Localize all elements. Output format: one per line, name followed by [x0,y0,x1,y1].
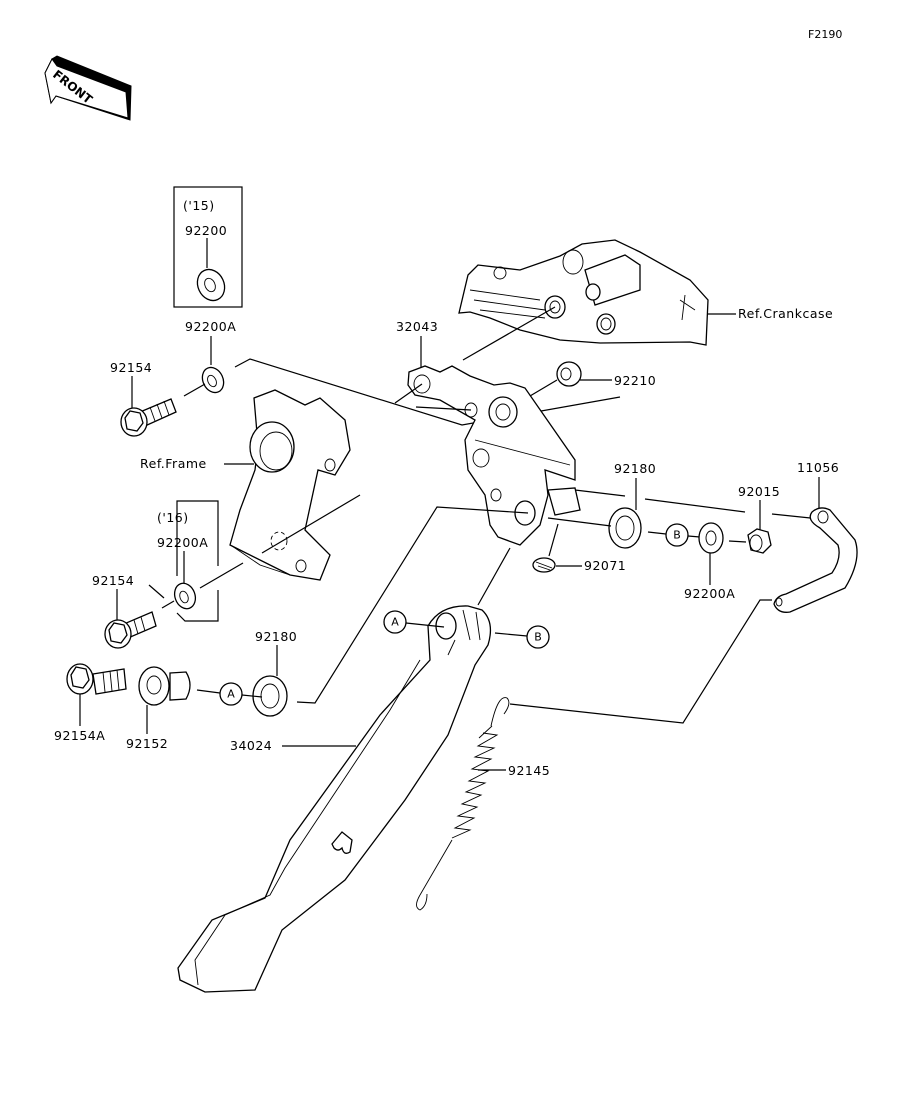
part-label-32043: 32043 [396,319,438,334]
part-label-92154-mid: 92154 [92,573,134,588]
part-label-92180-right: 92180 [614,461,656,476]
svg-text:B: B [673,529,681,542]
washer-92200A-top-icon [201,366,225,394]
connector-a-stand: A [383,610,407,634]
nut-92210-icon [556,361,582,387]
collar-92152-icon [138,666,191,706]
connector-b-right: B [665,523,689,547]
nut-92015-icon [747,528,772,554]
part-label-92015: 92015 [738,484,780,499]
washer-92200A-right-icon [698,522,724,554]
variant-box-15: ('15) 92200 [173,186,243,308]
part-label-92200A-right: 92200A [684,586,735,601]
part-label-92152: 92152 [126,736,168,751]
part-label-92154A: 92154A [54,728,105,743]
part-label-92200A-top: 92200A [185,319,236,334]
part-label-92145: 92145 [508,763,550,778]
damper-92071-icon [532,557,556,573]
link-plate-11056-icon [773,507,858,613]
washer-92180-right-icon [608,507,642,549]
variant-box-16: ('16) 92200A [148,500,219,622]
svg-text:A: A [391,616,399,629]
bolt-92154-top-icon [120,398,177,437]
part-label-92200A-variant: 92200A [157,535,208,550]
variant-year-16: ('16) [157,510,189,525]
part-label-92200: 92200 [185,223,227,238]
part-label-92071: 92071 [584,558,626,573]
connector-a-left: A [219,682,243,706]
ref-frame-label: Ref.Frame [140,456,207,471]
figure-code: F2190 [808,28,842,41]
frame-reference-icon [229,389,351,581]
variant-year-15: ('15) [183,198,215,213]
part-label-92210: 92210 [614,373,656,388]
part-label-34024: 34024 [230,738,272,753]
spring-92145-icon [416,697,510,911]
washer-92200-icon [196,268,226,302]
bracket-32043-icon [407,365,581,546]
connector-b-stand: B [526,625,550,649]
bolt-92154A-icon [66,663,127,695]
crankcase-reference-icon [458,239,736,346]
washer-92180-left-icon [252,675,288,717]
part-label-92180-left: 92180 [255,629,297,644]
part-label-92154-top: 92154 [110,360,152,375]
ref-crankcase-label: Ref.Crankcase [738,306,833,321]
front-arrow-icon: FRONT [44,55,132,121]
washer-92200A-variant-icon [173,582,197,610]
side-stand-34024-icon [177,605,492,993]
bolt-92154-mid-icon [104,611,157,649]
part-label-11056: 11056 [797,460,839,475]
svg-text:B: B [534,631,542,644]
svg-text:A: A [227,688,235,701]
